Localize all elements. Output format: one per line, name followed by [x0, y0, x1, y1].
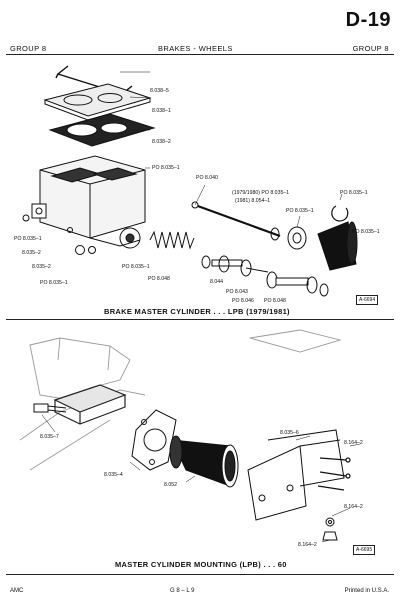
dust-boot	[317, 221, 358, 271]
fitting-small	[22, 214, 30, 222]
group-label-left: GROUP 8	[10, 44, 47, 53]
return-spring	[149, 230, 195, 250]
part-label: 8.035–2	[32, 264, 51, 270]
diagram-caption: BRAKE MASTER CYLINDER . . . LPB (1979/19…	[104, 307, 290, 316]
cylinder-tube	[169, 435, 239, 488]
group-label-right: GROUP 8	[352, 44, 389, 53]
part-label: PO 8.035–1	[286, 208, 314, 214]
piston-assembly	[201, 255, 269, 277]
illustration-ref-number: A-6695	[353, 545, 376, 555]
secondary-piston-assembly	[266, 271, 329, 297]
part-label: PO 8.035–1	[122, 264, 150, 270]
illustration-ref-number: A-6694	[356, 295, 379, 305]
part-label: 8.038–2	[152, 139, 171, 145]
cover-gasket	[48, 113, 156, 147]
part-label: PO 8.040	[196, 175, 218, 181]
part-label: PO 8.035–1	[340, 190, 368, 196]
nut-washer	[322, 517, 338, 541]
part-label: 8.044	[210, 279, 223, 285]
part-label: PO 8.035–1	[152, 165, 180, 171]
part-label: 8.164–2	[344, 504, 363, 510]
part-label: (1981) 8.054–1	[235, 198, 271, 204]
part-label: 8.035–7	[40, 434, 59, 440]
part-label: 8.035–6	[280, 430, 299, 436]
section-divider	[6, 319, 394, 320]
part-label: PO 8.035–1	[352, 229, 380, 235]
page-code: D-19	[345, 9, 391, 31]
master-cylinder-exploded-diagram	[22, 65, 358, 297]
footer-brand: AMC	[10, 588, 24, 594]
part-label: PO 8.048	[148, 276, 170, 282]
footer-printed: Printed in U.S.A.	[344, 588, 389, 594]
fitting-small	[67, 227, 73, 233]
part-label: PO 8.046	[232, 298, 254, 304]
footer-divider	[6, 574, 394, 575]
part-label: PO 8.048	[264, 298, 286, 304]
master-cylinder-body	[31, 155, 146, 249]
mounting-bolt	[33, 403, 67, 413]
mounting-plate	[131, 409, 177, 471]
part-label: (1979/1980) PO 8.035–1	[232, 190, 290, 196]
part-label: 8.035–4	[104, 472, 123, 478]
part-label: 8.164–2	[298, 542, 317, 548]
part-label: PO 8.043	[226, 289, 248, 295]
fitting-small	[75, 245, 85, 255]
footer-page-ref: G 8 – L 9	[170, 588, 195, 594]
bracket-frame	[53, 384, 127, 425]
part-label: 8.038–1	[152, 108, 171, 114]
bracket-studs	[317, 457, 351, 491]
header-divider	[6, 54, 394, 55]
retaining-clip	[331, 205, 349, 222]
diagram-caption: MASTER CYLINDER MOUNTING (LPB) . . . 60	[115, 560, 287, 569]
mounting-bracket-right	[247, 429, 345, 521]
part-label: 8.052	[164, 482, 177, 488]
part-label: PO 8.035–1	[14, 236, 42, 242]
part-label: 8.164–2	[344, 440, 363, 446]
fitting-small	[88, 246, 96, 254]
part-label: 8.038–5	[150, 88, 169, 94]
part-label: PO 8.035–1	[40, 280, 68, 286]
section-title: BRAKES - WHEELS	[158, 44, 233, 53]
part-label: 8.035–2	[22, 250, 41, 256]
